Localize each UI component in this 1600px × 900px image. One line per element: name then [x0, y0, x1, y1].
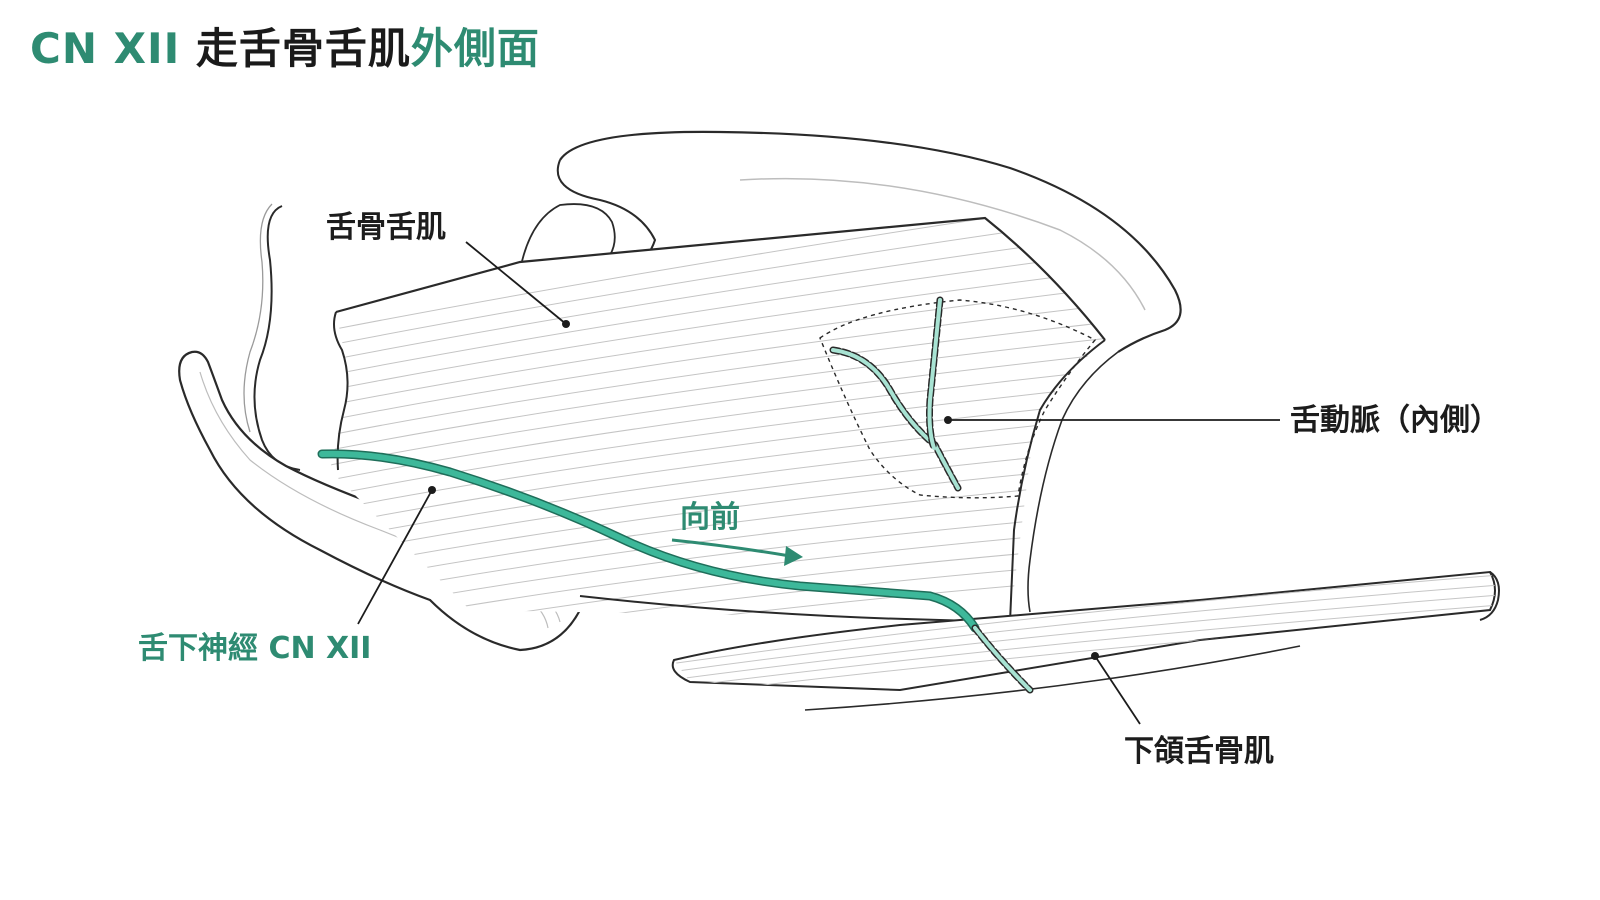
leader-lingual-artery [944, 416, 1280, 424]
page-title: CN XII 走舌骨舌肌外側面 [30, 22, 540, 76]
mylohyoid-tip [1479, 571, 1500, 621]
hyoglossus-outline [335, 216, 1106, 341]
hyoglossus-posterior-edge [333, 311, 349, 471]
hyoglossus-anterior-edge [1009, 339, 1106, 623]
genioglossus-line [1027, 351, 1119, 613]
leader-hypoglossal-nerve [357, 486, 436, 625]
hypoglossal-nerve [317, 449, 1034, 694]
label-hyoglossus: 舌骨舌肌 [326, 210, 446, 245]
tongue-outline [559, 130, 1182, 353]
label-hypoglossal-nerve: 舌下神經 CN XII [138, 631, 372, 666]
pharynx-outline-inner [243, 203, 273, 433]
hyoglossus-lower-edge [579, 595, 1011, 623]
hyoglossus-muscle [330, 218, 1105, 620]
tongue-faint-line [739, 177, 1146, 311]
leader-hyoglossus [465, 241, 570, 328]
styloglossus-outline [519, 203, 616, 271]
tongue-inner-outline [556, 159, 657, 263]
mylohyoid-muscle [671, 570, 1496, 692]
lingual-artery-region [819, 299, 1097, 499]
forward-arrow [671, 538, 803, 566]
mylohyoid-lower-line [804, 645, 1301, 711]
title-suffix: 外側面 [410, 24, 540, 73]
lingual-artery-vessel [829, 296, 962, 492]
title-prefix: CN XII [30, 24, 181, 73]
label-mylohyoid: 下頜舌骨肌 [1124, 734, 1274, 769]
title-middle: 走舌骨舌肌 [195, 24, 411, 73]
leader-mylohyoid [1091, 652, 1141, 725]
label-lingual-artery: 舌動脈（內側） [1290, 403, 1500, 438]
pharynx-outline [253, 205, 301, 471]
label-direction: 向前 [680, 500, 740, 535]
